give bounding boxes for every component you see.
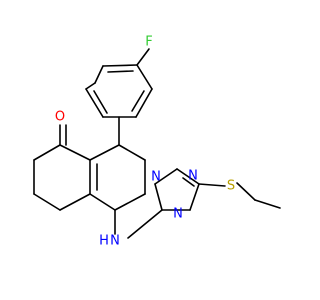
bond <box>254 199 281 209</box>
nitrogen-atom-label-2: N <box>188 169 198 184</box>
bond <box>93 90 108 114</box>
bond <box>59 144 91 161</box>
bond <box>114 193 146 211</box>
bond <box>154 183 163 211</box>
molecule-diagram: F O N N N S N H <box>33 34 281 249</box>
bond <box>189 183 200 211</box>
bond <box>176 168 200 185</box>
nitrogen-atom-label-1: N <box>151 170 161 185</box>
bond <box>89 193 116 211</box>
fluorine-atom-label: F <box>145 35 152 50</box>
bond <box>85 82 96 90</box>
bond <box>127 209 163 239</box>
bond <box>85 88 104 118</box>
bond <box>33 193 61 211</box>
bond <box>154 168 178 185</box>
bond <box>131 90 145 112</box>
nh-hydrogen-label: H <box>99 234 109 249</box>
bond <box>118 144 146 161</box>
bond <box>89 144 120 161</box>
bond <box>102 64 138 67</box>
bond <box>135 88 153 118</box>
bond <box>136 64 153 90</box>
bond <box>182 177 195 187</box>
nh-nitrogen-label: N <box>110 234 120 249</box>
bond <box>94 65 104 84</box>
bond <box>33 144 61 161</box>
bond <box>59 193 91 211</box>
bond <box>136 48 150 66</box>
bond <box>107 70 134 73</box>
bond-group <box>33 48 281 239</box>
bond <box>236 182 256 201</box>
oxygen-atom-label: O <box>55 110 65 125</box>
bond <box>198 183 226 187</box>
nitrogen-atom-label-3: N <box>173 207 183 222</box>
structure-svg: F O N N N S N H <box>33 35 281 249</box>
sulfur-atom-label: S <box>227 179 235 194</box>
